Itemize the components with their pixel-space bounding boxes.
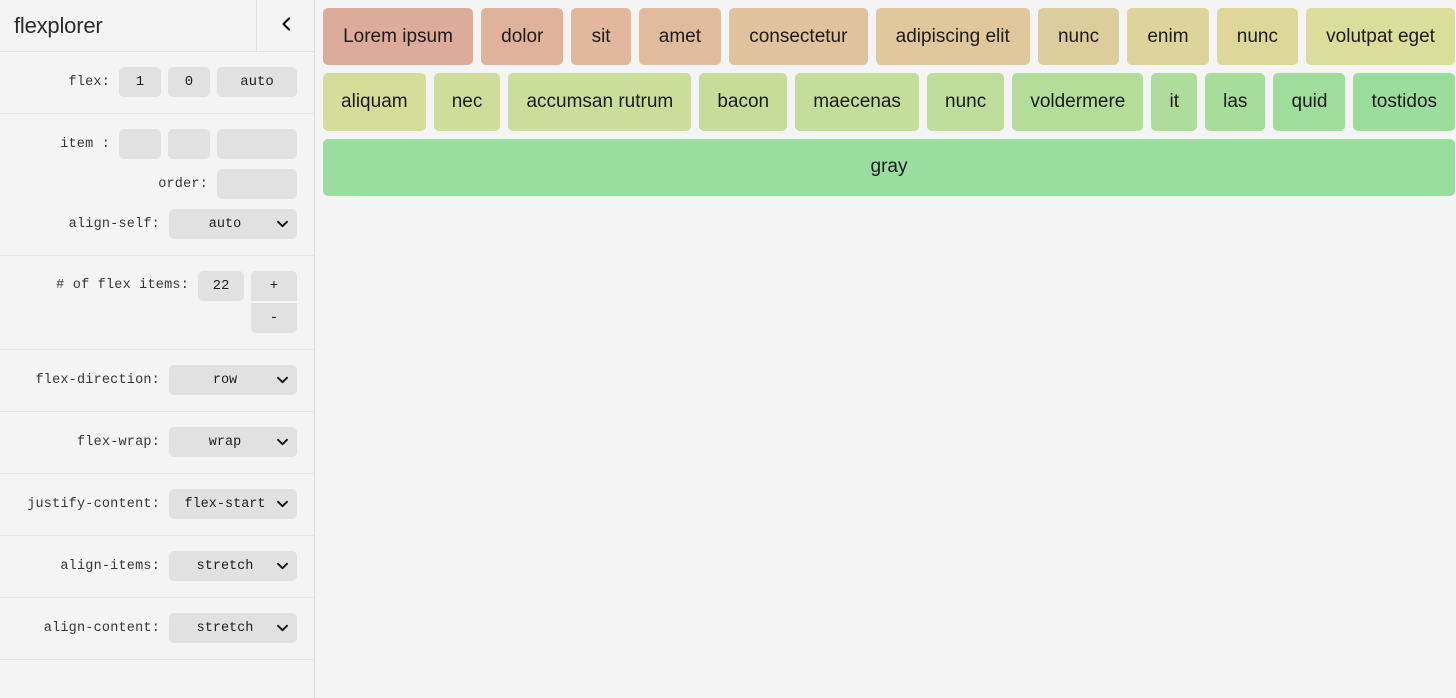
item-shrink-input[interactable] — [168, 129, 210, 159]
decrement-items-button[interactable]: - — [251, 303, 297, 333]
label-flex-wrap: flex-wrap: — [76, 434, 160, 450]
flex-item[interactable]: Lorem ipsum — [323, 8, 474, 66]
section-flex-wrap: flex-wrap: nowrapwrapwrap-reverse — [0, 412, 314, 474]
flex-item[interactable]: amet — [638, 8, 722, 66]
align-self-select[interactable]: autoflex-startflex-endcenterbaselinestre… — [169, 209, 297, 239]
section-align-items: align-items: stretchflex-startflex-endce… — [0, 536, 314, 598]
flex-item[interactable]: nunc — [926, 73, 1005, 131]
flex-item[interactable]: nec — [433, 73, 501, 131]
flex-item[interactable]: it — [1151, 73, 1198, 131]
section-align-content: align-content: stretchflex-startflex-end… — [0, 598, 314, 660]
item-count-stepper: + - — [251, 271, 297, 333]
label-flex: flex: — [68, 74, 110, 90]
page-title: flexplorer — [14, 12, 103, 38]
flex-direction-select[interactable]: rowrow-reversecolumncolumn-reverse — [169, 365, 297, 395]
row-item-flex: item : — [0, 124, 314, 164]
sidebar-header: flexplorer — [0, 0, 314, 52]
flex-item[interactable]: maecenas — [795, 73, 919, 131]
collapse-sidebar-button[interactable] — [256, 0, 314, 52]
row-align-items: align-items: stretchflex-startflex-endce… — [0, 546, 314, 586]
item-count-input[interactable] — [198, 271, 244, 301]
row-item-count: # of flex items: + - — [0, 266, 314, 338]
align-self-select-wrapper: autoflex-startflex-endcenterbaselinestre… — [169, 209, 297, 239]
item-basis-input[interactable] — [217, 129, 297, 159]
flex-item[interactable]: nunc — [1216, 8, 1299, 66]
flex-item[interactable]: enim — [1127, 8, 1209, 66]
justify-content-select[interactable]: flex-startflex-endcenterspace-betweenspa… — [169, 489, 297, 519]
row-align-self: align-self: autoflex-startflex-endcenter… — [0, 204, 314, 244]
flex-shrink-input[interactable] — [168, 67, 210, 97]
flex-item[interactable]: voldermere — [1012, 73, 1144, 131]
section-flex-direction: flex-direction: rowrow-reversecolumncolu… — [0, 350, 314, 412]
label-align-items: align-items: — [60, 558, 160, 574]
row-order: order: — [0, 164, 314, 204]
label-item-count: # of flex items: — [56, 278, 189, 293]
align-content-select[interactable]: stretchflex-startflex-endcenterspace-bet… — [169, 613, 297, 643]
justify-content-select-wrapper: flex-startflex-endcenterspace-betweenspa… — [169, 489, 297, 519]
chevron-left-icon — [281, 16, 291, 35]
flex-grow-input[interactable] — [119, 67, 161, 97]
flex-wrap-select[interactable]: nowrapwrapwrap-reverse — [169, 427, 297, 457]
flex-item[interactable]: las — [1205, 73, 1266, 131]
label-align-content: align-content: — [43, 620, 160, 636]
row-flex-wrap: flex-wrap: nowrapwrapwrap-reverse — [0, 422, 314, 462]
flex-shorthand-controls — [119, 67, 297, 97]
item-count-controls: + - — [198, 271, 297, 333]
flex-item[interactable]: sit — [571, 8, 631, 66]
order-controls — [217, 169, 297, 199]
flex-item[interactable]: bacon — [699, 73, 788, 131]
order-input[interactable] — [217, 169, 297, 199]
section-item-settings: item : order: align-self: autoflex-start… — [0, 114, 314, 256]
flex-wrap-select-wrapper: nowrapwrapwrap-reverse — [169, 427, 297, 457]
row-flex-direction: flex-direction: rowrow-reversecolumncolu… — [0, 360, 314, 400]
label-item: item : — [60, 136, 110, 152]
flex-item[interactable]: volutpat eget — [1306, 8, 1456, 66]
flex-item[interactable]: dolor — [481, 8, 564, 66]
flex-item[interactable]: consectetur — [729, 8, 868, 66]
label-flex-direction: flex-direction: — [35, 372, 160, 388]
increment-items-button[interactable]: + — [251, 271, 297, 301]
row-flex-shorthand: flex: — [0, 62, 314, 102]
row-align-content: align-content: stretchflex-startflex-end… — [0, 608, 314, 648]
flex-item[interactable]: quid — [1273, 73, 1346, 131]
section-flex-shorthand: flex: — [0, 52, 314, 114]
align-items-select[interactable]: stretchflex-startflex-endcenterbaseline — [169, 551, 297, 581]
label-justify-content: justify-content: — [27, 496, 160, 512]
label-order: order: — [158, 176, 208, 192]
flex-item[interactable]: nunc — [1037, 8, 1120, 66]
flex-item[interactable]: accumsan rutrum — [508, 73, 692, 131]
flex-item[interactable]: adipiscing elit — [875, 8, 1030, 66]
row-justify-content: justify-content: flex-startflex-endcente… — [0, 484, 314, 524]
flex-item[interactable]: aliquam — [323, 73, 426, 131]
flex-direction-select-wrapper: rowrow-reversecolumncolumn-reverse — [169, 365, 297, 395]
item-flex-controls — [119, 129, 297, 159]
flex-item[interactable]: tostidos — [1353, 73, 1456, 131]
section-item-count: # of flex items: + - — [0, 256, 314, 350]
flex-item[interactable]: gray — [323, 138, 1455, 196]
sidebar: flexplorer flex: — [0, 0, 315, 698]
section-justify-content: justify-content: flex-startflex-endcente… — [0, 474, 314, 536]
flex-basis-input[interactable] — [217, 67, 297, 97]
align-content-select-wrapper: stretchflex-startflex-endcenterspace-bet… — [169, 613, 297, 643]
align-items-select-wrapper: stretchflex-startflex-endcenterbaseline — [169, 551, 297, 581]
item-grow-input[interactable] — [119, 129, 161, 159]
label-align-self: align-self: — [68, 216, 160, 232]
